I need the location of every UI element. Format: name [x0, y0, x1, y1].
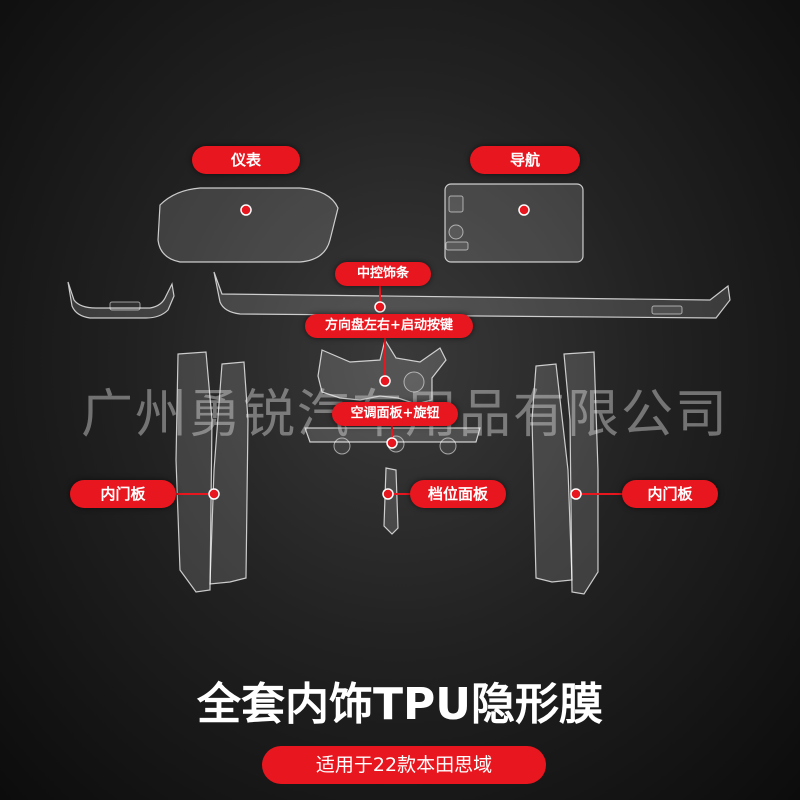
subtitle-badge: 适用于22款本田思域	[262, 746, 546, 784]
label-ac-panel: 空调面板+旋钮	[332, 402, 458, 426]
marker-steering	[379, 375, 391, 387]
label-dashboard: 仪表	[192, 146, 300, 174]
marker-center-trim	[374, 301, 386, 313]
left-vent-trim-film	[67, 281, 175, 319]
label-door-left: 内门板	[70, 480, 176, 508]
marker-ac	[386, 437, 398, 449]
main-title: 全套内饰TPU隐形膜	[197, 679, 603, 730]
label-gear-panel: 档位面板	[410, 480, 506, 508]
ac-knob-right	[439, 437, 457, 455]
center-trim-slot	[651, 305, 683, 315]
navigation-knob-cutout	[448, 224, 464, 240]
marker-gear	[382, 488, 394, 500]
label-door-right: 内门板	[622, 480, 718, 508]
label-steering: 方向盘左右+启动按键	[305, 314, 473, 338]
right-door-panel-rear	[563, 351, 599, 595]
navigation-slot-cutout	[445, 241, 469, 251]
center-trim-film	[213, 271, 731, 319]
marker-door-right	[570, 488, 582, 500]
ac-knob-left	[333, 437, 351, 455]
navigation-film	[444, 183, 584, 263]
marker-navigation	[518, 204, 530, 216]
left-door-panel-rear	[175, 351, 213, 593]
left-vent-trim-slot	[109, 301, 141, 311]
label-navigation: 导航	[470, 146, 580, 174]
start-button-cutout	[403, 371, 425, 393]
dashboard-film	[157, 187, 339, 263]
navigation-button-cutout	[448, 195, 464, 213]
right-door-panel-front	[531, 363, 573, 583]
label-center-trim: 中控饰条	[335, 262, 431, 286]
marker-dashboard	[240, 204, 252, 216]
marker-door-left	[208, 488, 220, 500]
gear-panel-film	[383, 467, 399, 535]
